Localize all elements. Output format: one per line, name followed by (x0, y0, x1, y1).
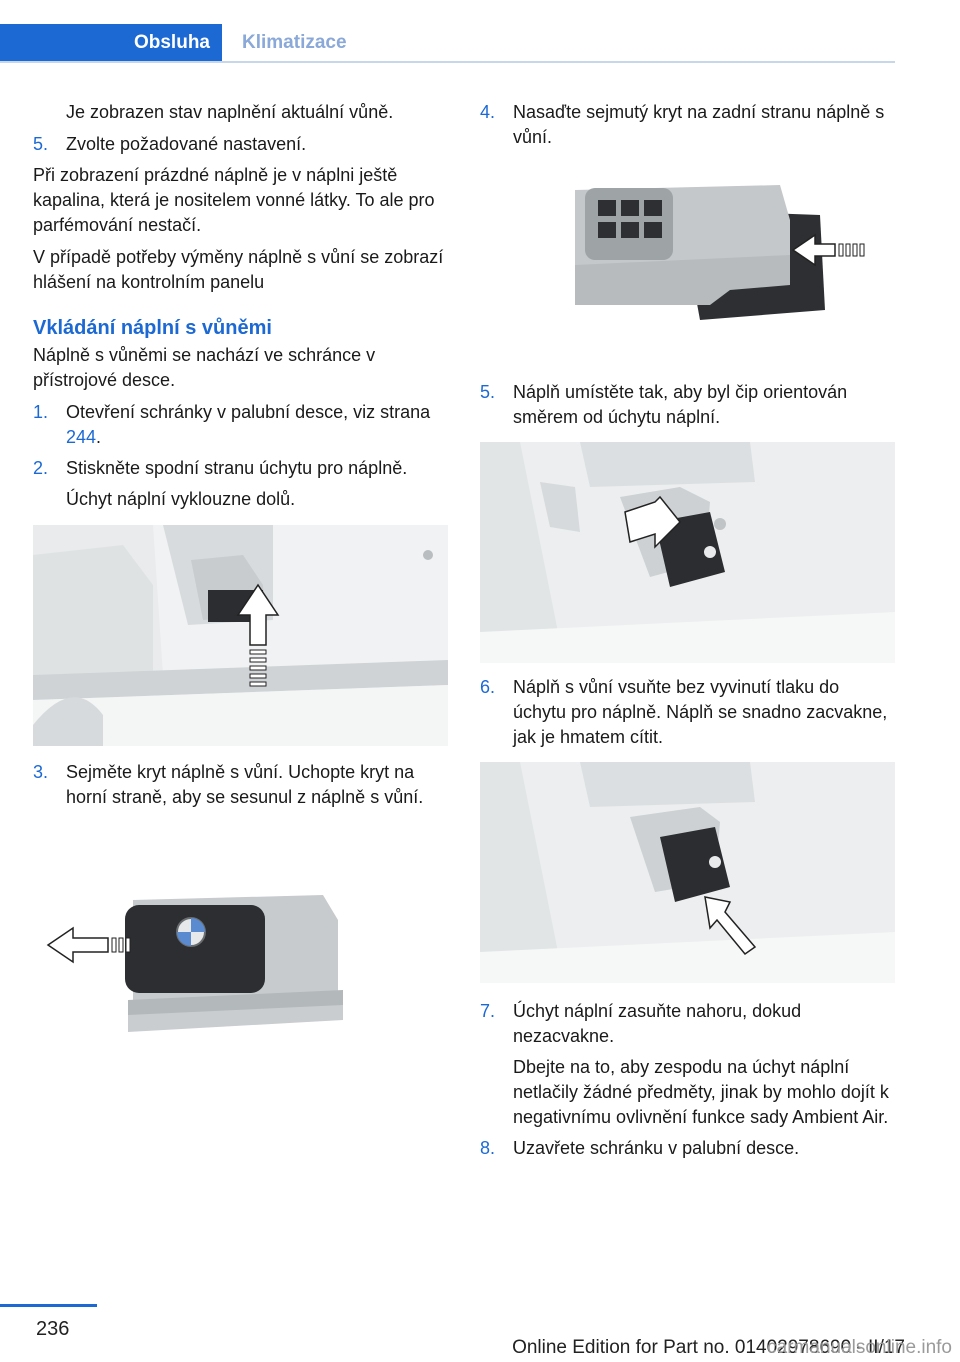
step-1-text: Otevření schránky v palubní desce, viz s… (66, 402, 431, 422)
header-divider (0, 61, 895, 63)
step-number: 8. (480, 1138, 496, 1158)
step-5-right: 5. Náplň umístěte tak, aby byl čip orien… (480, 380, 895, 430)
step-8: 8. Uzavřete schránku v palubní desce. (480, 1136, 895, 1161)
step-number: 2. (33, 458, 49, 478)
step-text: Uzavřete schránku v palubní desce. (513, 1138, 800, 1158)
page-number: 236 (36, 1318, 70, 1340)
watermark: carmanualsonline.info (767, 1337, 952, 1358)
section-heading: Vkládání náplní s vůněmi (33, 317, 272, 339)
illustration-cover-attach (480, 170, 895, 360)
illustration-cover-remove (33, 850, 448, 1050)
step-number: 5. (33, 134, 49, 154)
paragraph-replace-message: V případě potřeby výměny náplně s vůní s… (33, 247, 444, 292)
step-number: 4. (480, 102, 496, 122)
header: Obsluha Klimatizace (0, 0, 960, 66)
left-column: Je zobrazen stav naplnění aktuální vůně.… (33, 100, 448, 1050)
step-1: 1. Otevření schránky v palubní desce, vi… (33, 400, 448, 450)
step-3: 3. Sejměte kryt náplně s vůní. Uchopte k… (33, 760, 448, 810)
paragraph-location: Náplně s vůněmi se nachází ve schránce v… (33, 345, 376, 390)
illustration-refill-orientation (480, 442, 895, 663)
step-number: 6. (480, 677, 496, 697)
tab-obsluha[interactable]: Obsluha (0, 24, 222, 61)
cover-attach-drawing (575, 185, 865, 320)
edition-note: Online Edition for Part no. 01402978690 … (512, 1337, 905, 1358)
step-6: 6. Náplň s vůní vsuňte bez vyvinutí tlak… (480, 675, 895, 750)
step-text: Náplň umístěte tak, aby byl čip orientov… (513, 382, 848, 427)
step-number: 1. (33, 402, 49, 422)
step-text: Zvolte požadované nastavení. (66, 134, 307, 154)
illustration-refill-insert (480, 762, 895, 983)
page-link-244[interactable]: 244 (66, 427, 97, 447)
paragraph-empty-refill: Při zobrazení prázdné náplně je v náplni… (33, 165, 435, 235)
refill-insert-drawing (480, 762, 895, 983)
tab-klimatizace[interactable]: Klimatizace (242, 31, 347, 53)
step-text: Úchyt náplní zasuňte nahoru, dokud nezac… (513, 1001, 802, 1046)
footer-accent-line (0, 1304, 97, 1307)
step-text: Stiskněte spodní stranu úchytu pro nápln… (66, 458, 408, 478)
step-text: Sejměte kryt náplně s vůní. Uchopte kryt… (66, 762, 424, 807)
illustration-holder-press (33, 525, 448, 746)
step-7-note: Dbejte na to, aby zespodu na úchyt nápln… (513, 1057, 889, 1127)
step-number: 3. (33, 762, 49, 782)
step-4: 4. Nasaďte sejmutý kryt na zadní stranu … (480, 100, 895, 150)
step-number: 5. (480, 382, 496, 402)
holder-press-drawing (33, 525, 448, 746)
right-column: 4. Nasaďte sejmutý kryt na zadní stranu … (480, 100, 895, 1167)
step-2: 2. Stiskněte spodní stranu úchytu pro ná… (33, 456, 448, 481)
step-7: 7. Úchyt náplní zasuňte nahoru, dokud ne… (480, 999, 895, 1049)
cover-remove-drawing (46, 895, 343, 1032)
step-text: Otevření schránky v palubní desce, viz s… (66, 400, 448, 450)
step-number: 7. (480, 1001, 496, 1021)
refill-orientation-drawing (480, 442, 895, 663)
intro-text: Je zobrazen stav naplnění aktuální vůně. (66, 102, 394, 122)
step-2-note: Úchyt náplní vyklouzne dolů. (66, 489, 296, 509)
step-5-left: 5. Zvolte požadované nastavení. (33, 132, 448, 157)
step-1-period: . (96, 427, 102, 447)
step-text: Nasaďte sejmutý kryt na zadní stranu náp… (513, 102, 885, 147)
step-text: Náplň s vůní vsuňte bez vyvinutí tlaku d… (513, 677, 888, 747)
